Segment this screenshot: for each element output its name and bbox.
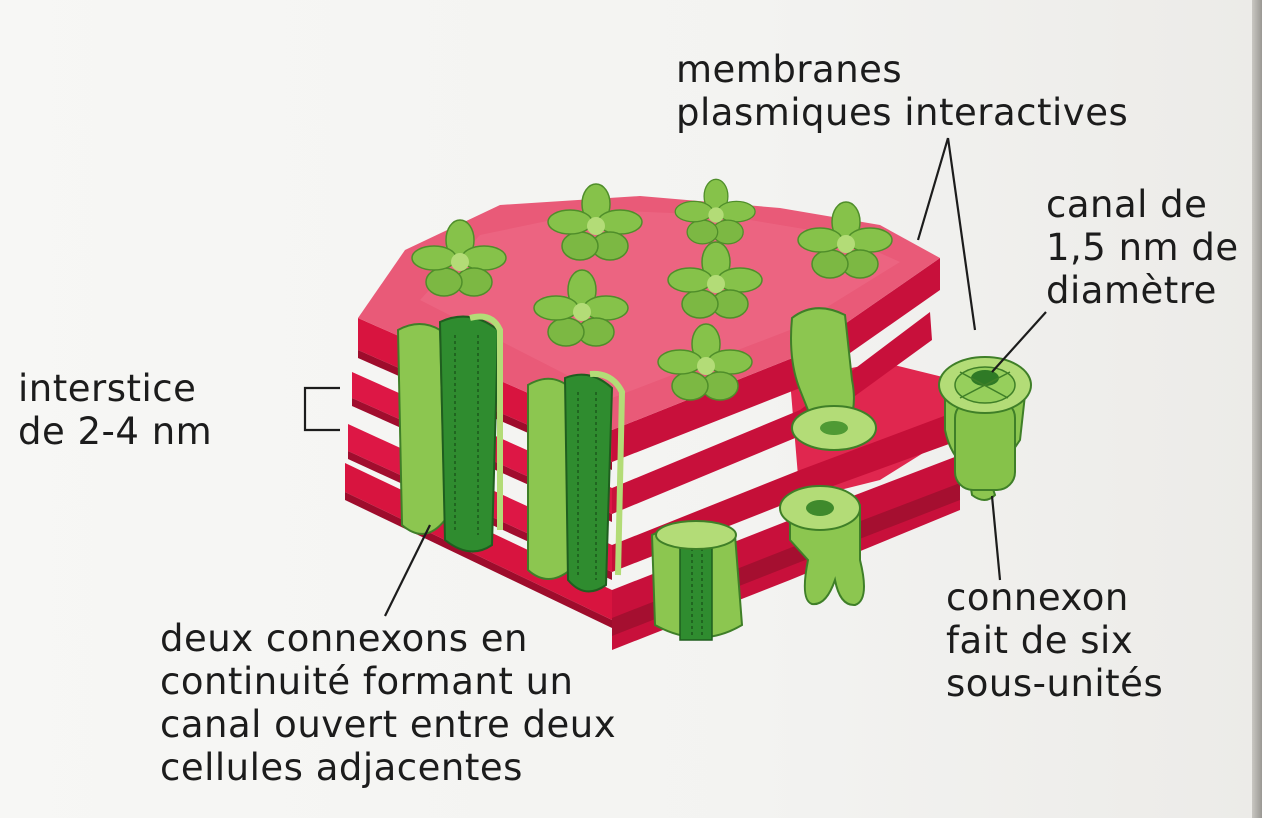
label-line: interstice: [18, 367, 212, 410]
label-line: de 2-4 nm: [18, 410, 212, 453]
leader-deux-connexons: [385, 525, 430, 616]
leader-membranes-1: [918, 138, 948, 240]
label-line: canal de: [1046, 183, 1239, 226]
label-line: plasmiques interactives: [676, 91, 1128, 134]
leader-membranes-2: [948, 138, 975, 330]
label-line: diamètre: [1046, 269, 1239, 312]
label-deux-connexons: deux connexons en continuité formant un …: [160, 617, 616, 789]
channel-pair: [398, 317, 500, 552]
label-line: cellules adjacentes: [160, 746, 616, 789]
label-line: continuité formant un: [160, 660, 616, 703]
label-line: connexon: [946, 576, 1163, 619]
label-line: membranes: [676, 48, 1128, 91]
label-line: 1,5 nm de: [1046, 226, 1239, 269]
leader-canal: [992, 312, 1046, 372]
surface-connexon: [675, 179, 755, 244]
label-connexon-sous-unites: connexon fait de six sous-unités: [946, 576, 1163, 705]
label-interstice: interstice de 2-4 nm: [18, 367, 212, 453]
label-line: deux connexons en: [160, 617, 616, 660]
label-membranes-plasmiques: membranes plasmiques interactives: [676, 48, 1128, 134]
label-line: fait de six: [946, 619, 1163, 662]
surface-connexon: [548, 184, 642, 260]
label-line: canal ouvert entre deux: [160, 703, 616, 746]
label-line: sous-unités: [946, 662, 1163, 705]
leader-connexon: [992, 496, 1000, 580]
label-canal-diametre: canal de 1,5 nm de diamètre: [1046, 183, 1239, 312]
page-edge-shadow: [1252, 0, 1262, 818]
surface-connexon: [798, 202, 892, 278]
channel-pair: [652, 521, 742, 640]
interstice-bracket: [305, 388, 340, 430]
